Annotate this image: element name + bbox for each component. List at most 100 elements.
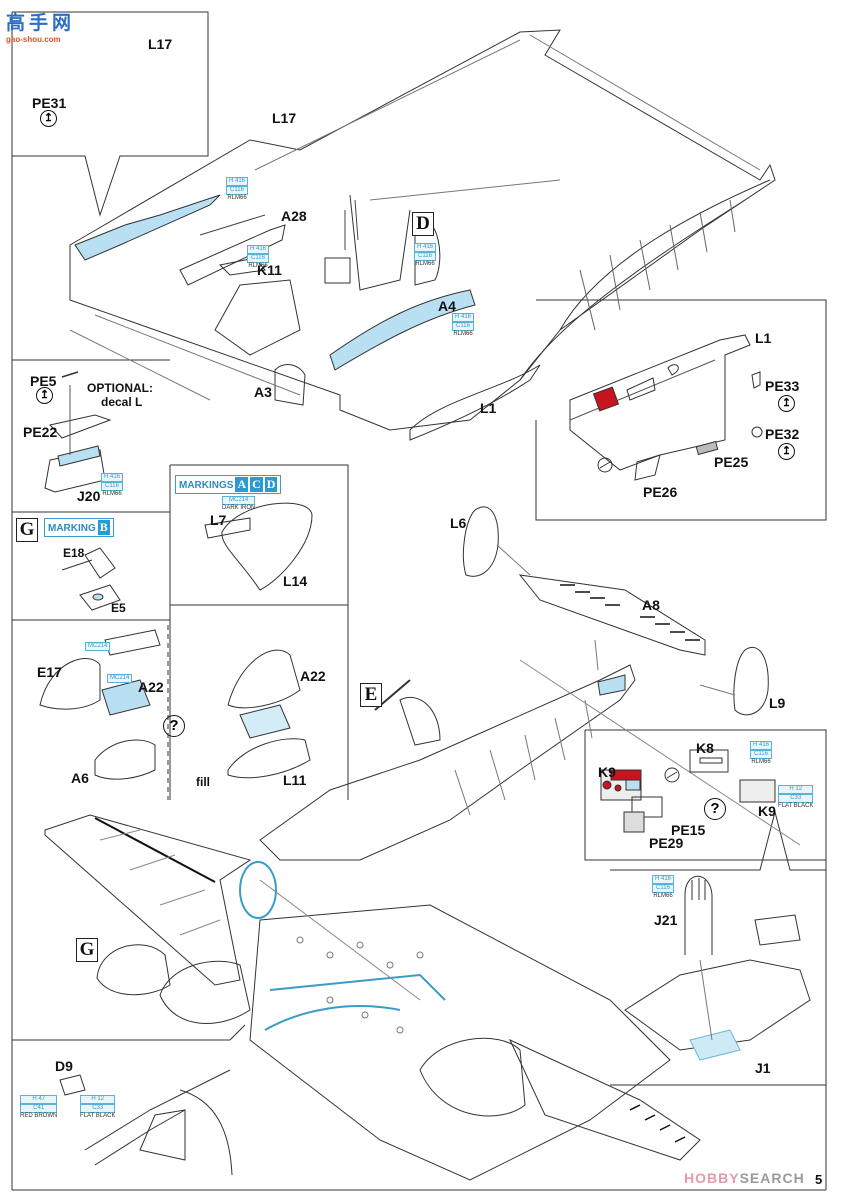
cockpit-gunner-figure xyxy=(139,1109,186,1161)
label-a8: A8 xyxy=(642,597,660,613)
marking-label: MARKING xyxy=(48,523,96,534)
paint-name: RLM66 xyxy=(751,759,771,765)
paint-name: RLM66 xyxy=(102,491,122,497)
turn-icon: ↥ xyxy=(36,387,53,404)
paint-callout-mc214: MC214 DARK IRON xyxy=(222,496,256,512)
spare-box xyxy=(754,914,801,946)
label-l17-inset: L17 xyxy=(148,36,173,52)
fuselage-nose-ring xyxy=(239,861,277,919)
paint-mr-code: C116 xyxy=(414,252,437,261)
label-k9-left: K9 xyxy=(598,764,616,780)
part-e5 xyxy=(79,584,121,611)
watermark-brand2: SEARCH xyxy=(739,1170,805,1186)
part-l11 xyxy=(227,738,311,779)
part-a4 xyxy=(329,289,476,371)
paint-callout-rlm66: H 416 C116 RLM66 xyxy=(652,875,675,900)
paint-callout-rlm66: H 416 C116 RLM66 xyxy=(452,313,475,338)
label-e5: E5 xyxy=(111,601,126,615)
paint-mr-code: C116 xyxy=(452,322,475,331)
paint-callout-flat-black: H 12 C33 FLAT BLACK xyxy=(80,1095,116,1120)
part-a28 xyxy=(179,224,286,286)
paint-hobby-code: H 416 xyxy=(452,313,475,322)
label-l1-inset: L1 xyxy=(755,330,772,346)
inset-k9-border xyxy=(584,729,827,861)
marking-letter-b: B xyxy=(97,520,110,535)
paint-callout-flat-black: H 12 C33 FLAT BLACK xyxy=(778,785,814,810)
page-number: 5 xyxy=(815,1172,823,1187)
label-pe26: PE26 xyxy=(643,484,678,500)
part-pe15 xyxy=(631,796,663,818)
part-d9 xyxy=(59,1074,86,1096)
fuselage-lower-outline xyxy=(259,664,636,861)
turn-icon: ↥ xyxy=(778,395,795,412)
label-e17: E17 xyxy=(37,664,62,680)
marking-letter-a: A xyxy=(235,477,249,492)
part-k11 xyxy=(218,257,266,276)
paint-hobby-code: H 416 xyxy=(750,741,773,750)
right-wing xyxy=(508,1038,701,1161)
part-l9 xyxy=(733,647,769,716)
label-l17-main: L17 xyxy=(272,110,297,126)
label-optional: OPTIONAL: xyxy=(87,381,153,395)
engine-nacelle-right xyxy=(419,1037,526,1117)
label-pe15: PE15 xyxy=(671,822,706,838)
part-k8 xyxy=(689,749,729,773)
paint-hobby-code: H 416 xyxy=(652,875,675,884)
part-e18 xyxy=(84,547,116,579)
paint-code: MC214 xyxy=(222,496,256,505)
part-j21 xyxy=(684,875,713,955)
paint-mr-code: C41 xyxy=(20,1104,58,1113)
label-pe5: PE5 xyxy=(30,373,57,389)
paint-callout-mc214: MC214 xyxy=(85,642,111,651)
label-j20: J20 xyxy=(77,488,101,504)
inset-markings-box xyxy=(170,464,349,800)
paint-name: RLM66 xyxy=(415,261,435,267)
label-a28: A28 xyxy=(281,208,307,224)
inset-j21-border xyxy=(610,810,827,1086)
engine-cowl-g xyxy=(96,944,171,996)
part-a22-left xyxy=(101,679,151,716)
label-l6: L6 xyxy=(450,515,467,531)
marking-label: MARKINGS xyxy=(179,480,234,491)
label-a22-left: A22 xyxy=(138,679,164,695)
clock-bezel xyxy=(664,767,680,783)
inset-d9-top xyxy=(12,1024,246,1041)
part-l6 xyxy=(462,506,499,577)
paint-mr-code: C116 xyxy=(247,254,270,263)
paint-name: RED BROWN xyxy=(20,1113,58,1119)
label-a22-right: A22 xyxy=(300,668,326,684)
label-l14: L14 xyxy=(283,573,308,589)
part-l14 xyxy=(221,502,313,591)
label-pe32: PE32 xyxy=(765,426,800,442)
label-pe22: PE22 xyxy=(23,424,58,440)
paint-name: RLM66 xyxy=(227,195,247,201)
part-a3 xyxy=(274,364,306,406)
clear-panel-front xyxy=(74,194,221,261)
part-e17 xyxy=(39,658,101,710)
label-l7: L7 xyxy=(210,512,227,528)
step-marker-d: D xyxy=(412,212,434,236)
marking-letter-c: C xyxy=(250,477,263,492)
paint-hobby-code: H 416 xyxy=(226,177,249,186)
watermark-url: gao-shou.com xyxy=(6,35,61,44)
paint-name: FLAT BLACK xyxy=(778,803,814,809)
question-icon: ? xyxy=(704,798,726,820)
turn-icon: ↥ xyxy=(40,110,57,127)
paint-name: RLM66 xyxy=(453,331,473,337)
inset-l17-border xyxy=(12,11,209,217)
part-k9-right xyxy=(739,779,776,803)
watermark-brand: HOBBY xyxy=(684,1170,740,1186)
label-l1-main: L1 xyxy=(480,400,497,416)
paint-callout-rlm66: H 416 C116 RLM66 xyxy=(414,243,437,268)
part-a6 xyxy=(94,739,156,780)
label-pe33: PE33 xyxy=(765,378,800,394)
paint-mr-code: C33 xyxy=(80,1104,116,1113)
red-instrument-panel xyxy=(592,386,620,412)
label-j21: J21 xyxy=(654,912,678,928)
paint-hobby-code: H 416 xyxy=(414,243,437,252)
part-pe25 xyxy=(695,440,719,456)
center-wing-underside xyxy=(249,904,671,1181)
part-a8 xyxy=(518,574,706,656)
